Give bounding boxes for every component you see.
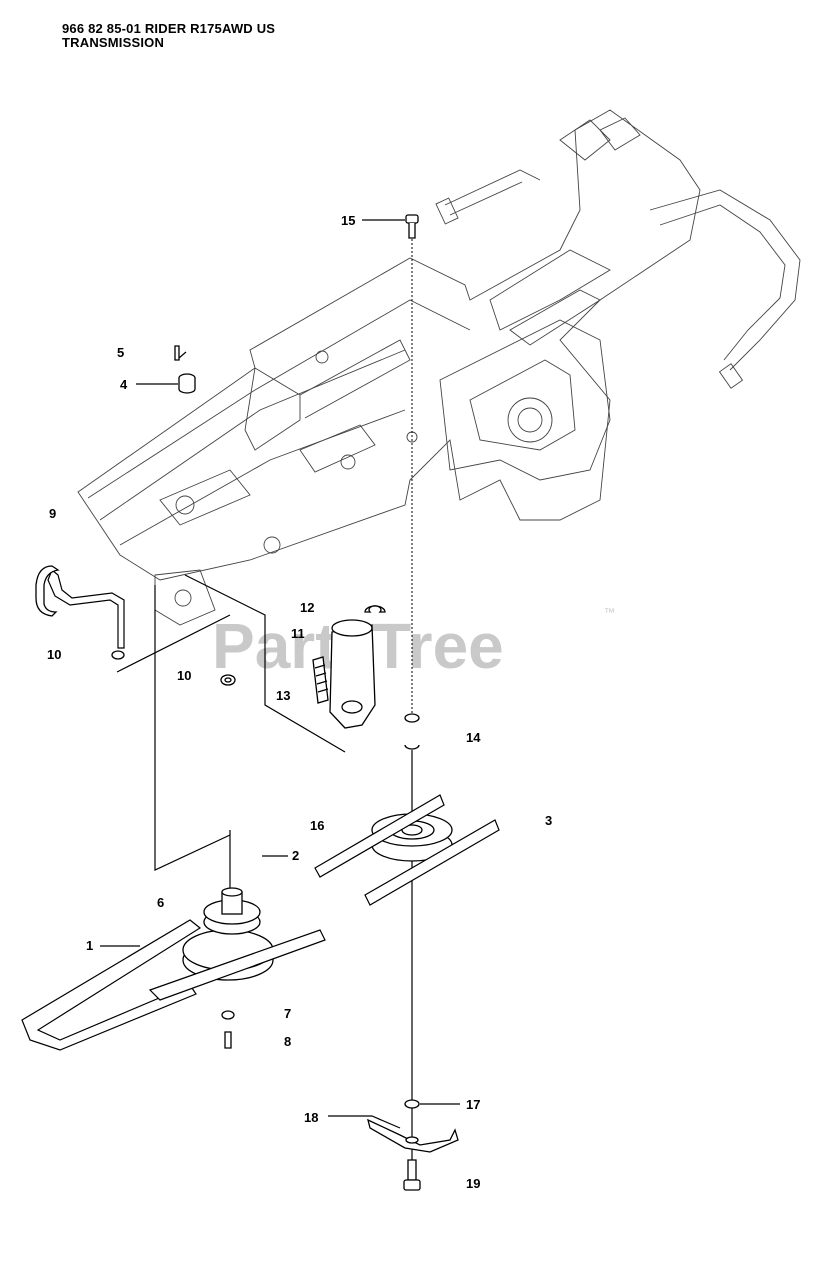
callout-1: 1: [86, 938, 93, 953]
part-10-washer: [220, 674, 236, 686]
callout-8: 8: [284, 1034, 291, 1049]
callout-2: 2: [292, 848, 299, 863]
part-11-idler-arm: [329, 619, 376, 729]
callout-5: 5: [117, 345, 124, 360]
callout-13: 13: [276, 688, 290, 703]
section-title: TRANSMISSION: [62, 35, 165, 50]
callout-labels: 15 5 4 9 12 11 10 10 13 14 16 3 2 6 1 7 …: [47, 213, 552, 1191]
part-19-bolt: [403, 1159, 421, 1191]
callout-15: 15: [341, 213, 355, 228]
part-18-blade-stop: [367, 1118, 459, 1153]
callout-11: 11: [291, 626, 305, 641]
model-title: 966 82 85-01 RIDER R175AWD US: [62, 21, 276, 36]
part-17-washer: [404, 1099, 420, 1109]
callout-14: 14: [466, 730, 481, 745]
part-12-clip: [364, 605, 386, 613]
callout-9: 9: [49, 506, 56, 521]
callout-12: 12: [300, 600, 314, 615]
part-2-belt: [314, 794, 500, 906]
callout-3: 3: [545, 813, 552, 828]
part-4-bushing: [178, 373, 196, 394]
part-8-bolt: [224, 1031, 232, 1049]
part-13-spring: [312, 656, 329, 704]
callout-17: 17: [466, 1097, 480, 1112]
frame-assembly: [77, 109, 801, 626]
part-9-rod: [35, 565, 125, 649]
callout-10-center: 10: [177, 668, 191, 683]
part-10-nut-left: [111, 650, 125, 660]
watermark-trademark: ™: [604, 607, 615, 619]
diagram-header: 966 82 85-01 RIDER R175AWD US TRANSMISSI…: [62, 22, 275, 50]
part-7-washer: [221, 1010, 235, 1020]
callout-7: 7: [284, 1006, 291, 1021]
callout-6: 6: [157, 895, 164, 910]
leader-lines: [100, 219, 460, 1129]
part-5-pin: [174, 345, 187, 361]
reference-lines: [116, 235, 413, 1170]
callout-19: 19: [466, 1176, 480, 1191]
callout-4: 4: [120, 377, 128, 392]
callout-10-left: 10: [47, 647, 61, 662]
part-1-belt: [21, 919, 326, 1051]
callout-16: 16: [310, 818, 324, 833]
callout-18: 18: [304, 1110, 318, 1125]
part-15-bolt: [405, 214, 419, 239]
part-14-nut: [404, 713, 420, 750]
